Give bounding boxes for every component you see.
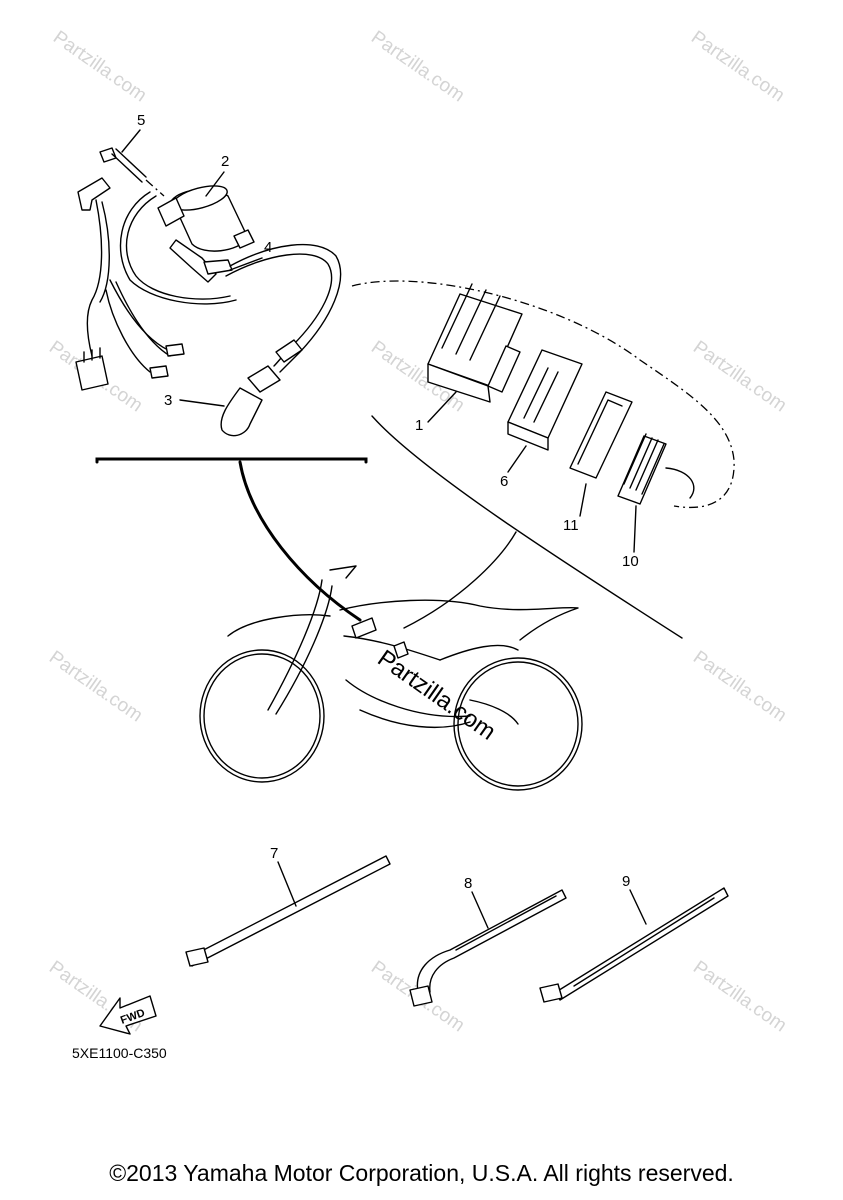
callout-2: 2	[221, 153, 229, 170]
group-outline	[351, 280, 735, 509]
callout-3: 3	[164, 392, 172, 409]
diagram-code: 5XE1100-C350	[72, 1045, 167, 1061]
callout-11: 11	[563, 517, 579, 534]
cdi-unit-part	[427, 283, 523, 403]
high-tension-cable	[229, 243, 342, 373]
spark-plug-cap-part	[220, 365, 281, 437]
leader-line-right	[403, 531, 517, 629]
electrical-components-group	[351, 280, 735, 509]
callout-1: 1	[415, 417, 423, 434]
motorcycle-outline	[199, 565, 583, 791]
bracket-part	[77, 177, 111, 211]
center-watermark: Partzilla.com	[373, 645, 501, 746]
callout-5: 5	[137, 112, 145, 129]
callout-4: 4	[264, 239, 272, 256]
bolt-part	[99, 147, 165, 197]
watermark-text: Partzilla.com	[45, 647, 146, 727]
watermark-text: Partzilla.com	[689, 647, 790, 727]
callout-8: 8	[464, 875, 472, 892]
relay-part	[507, 349, 583, 451]
forward-arrow-icon: FWD	[99, 995, 157, 1035]
holder-part	[569, 391, 633, 479]
coupler-part	[75, 355, 109, 391]
copyright-notice: ©2013 Yamaha Motor Corporation, U.S.A. A…	[109, 1160, 734, 1186]
group-bracket-right	[371, 415, 683, 639]
ignition-coil-part	[157, 185, 255, 283]
leader-line-left	[238, 460, 362, 622]
callout-9: 9	[622, 873, 630, 890]
ignition-coil-assembly	[75, 147, 342, 437]
band-part	[617, 433, 695, 505]
callout-labels: 5 2 4 3 1 6 11 10 7 8 9	[121, 112, 647, 929]
watermark-text: Partzilla.com	[687, 27, 788, 107]
cable-tie-9	[539, 887, 729, 1003]
callout-6: 6	[500, 473, 508, 490]
group-bracket-left	[95, 457, 368, 464]
cable-tie-7	[185, 855, 391, 967]
watermark-layer: Partzilla.com Partzilla.com Partzilla.co…	[45, 27, 790, 1037]
cable-tie-8	[409, 889, 567, 1007]
watermark-text: Partzilla.com	[49, 27, 150, 107]
watermark-text: Partzilla.com	[689, 957, 790, 1037]
callout-10: 10	[622, 553, 639, 570]
callout-7: 7	[270, 845, 278, 862]
watermark-text: Partzilla.com	[689, 337, 790, 417]
connector-part	[203, 259, 233, 275]
watermark-text: Partzilla.com	[367, 27, 468, 107]
